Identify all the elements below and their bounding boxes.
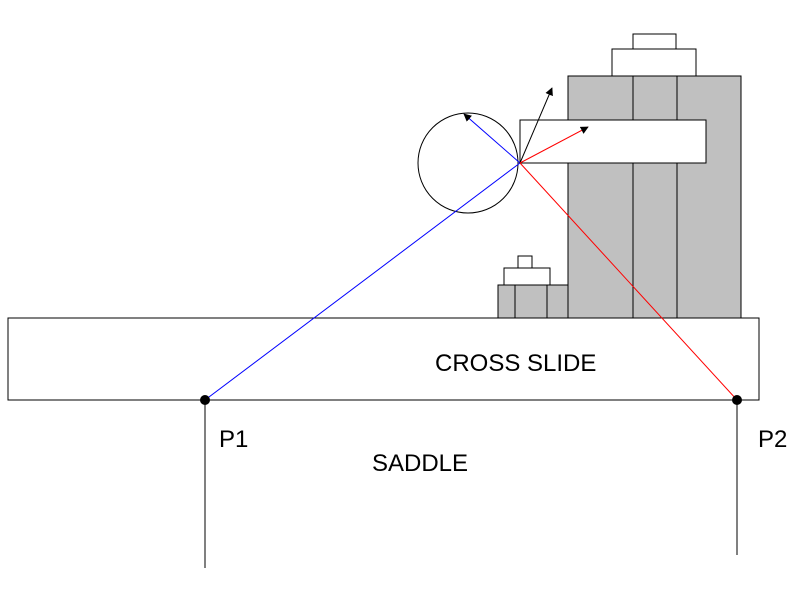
large-bolt	[611, 33, 697, 319]
arrow-tangential	[519, 87, 553, 164]
line-p2-to-contact	[519, 162, 738, 401]
small-bolt	[503, 255, 551, 319]
pivot-p1	[200, 395, 210, 405]
p1-label: P1	[219, 426, 248, 453]
arrow-p2-direction	[519, 126, 589, 164]
workpiece-circle	[417, 112, 519, 214]
cross-slide-body	[7, 317, 760, 401]
cross-slide-label: CROSS SLIDE	[435, 350, 596, 377]
tool-post-block	[567, 75, 742, 320]
arrow-radial	[463, 113, 521, 164]
pivot-p2	[732, 395, 742, 405]
line-p1-to-contact	[204, 162, 521, 401]
tool-bit	[519, 119, 707, 164]
p2-label: P2	[758, 426, 787, 453]
saddle-label: SADDLE	[372, 450, 468, 477]
small-support-block	[497, 284, 571, 320]
